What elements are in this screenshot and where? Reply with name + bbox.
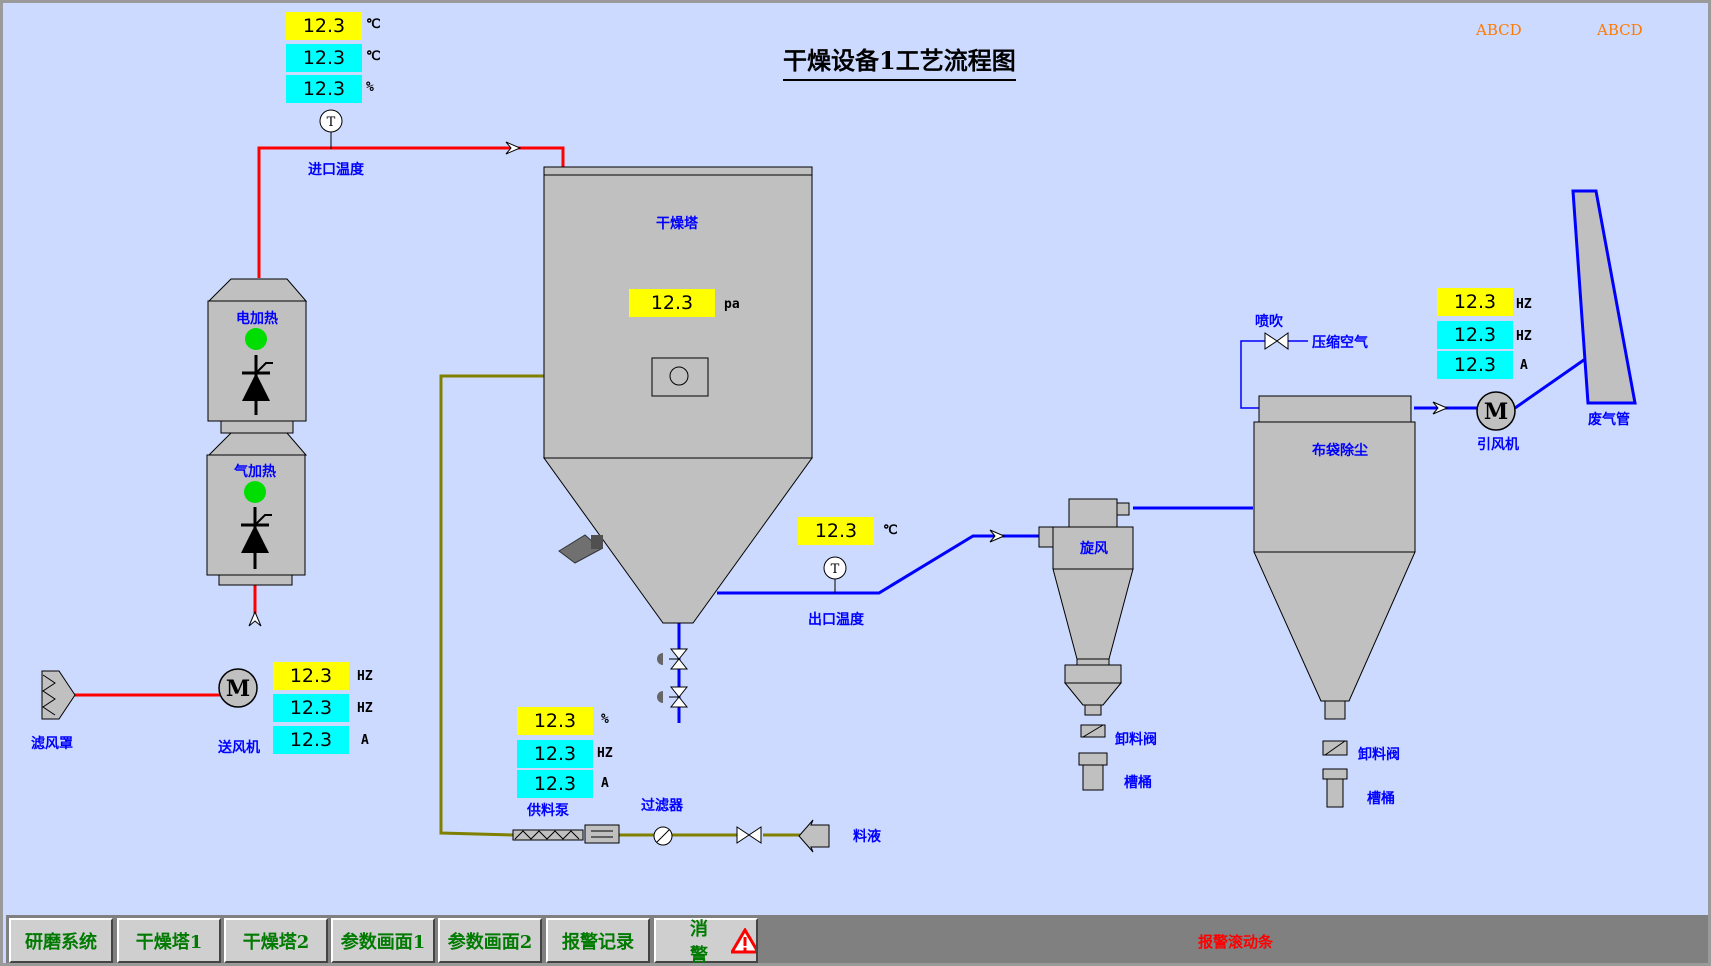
blowback-valve-icon [1264, 332, 1289, 350]
feed-pump-percent-unit: % [601, 712, 609, 727]
supply-fan-freq2-value: 12.3 [273, 694, 349, 722]
supply-fan-current-value: 12.3 [273, 726, 349, 754]
warning-icon [730, 927, 756, 953]
nav-button-drying-tower-1[interactable]: 干燥塔1 [117, 918, 221, 963]
bag-filter-label: 布袋除尘 [1312, 443, 1368, 459]
nav-button-params-2[interactable]: 参数画面2 [438, 918, 542, 963]
tower-valve-icon [657, 648, 689, 670]
cyclone-label: 旋风 [1080, 541, 1108, 557]
outlet-temp-sensor-icon: T [823, 556, 847, 593]
outlet-temp-label: 出口温度 [808, 612, 864, 628]
nav-button-drying-tower-2[interactable]: 干燥塔2 [224, 918, 328, 963]
inlet-temp-1-unit: ℃ [366, 17, 381, 32]
hot-air-pipe [71, 146, 565, 697]
compressed-air-label: 压缩空气 [1312, 335, 1368, 351]
feed-pump-current-value: 12.3 [517, 770, 593, 798]
discharge-valve-1-label: 卸料阀 [1115, 732, 1157, 748]
exhaust-pipe [677, 340, 1592, 723]
inlet-humidity-value: 12.3 [286, 75, 362, 103]
inlet-temp-2-value: 12.3 [286, 44, 362, 72]
corner-label-1: ABCD [1476, 21, 1522, 39]
svg-text:M: M [1484, 399, 1508, 425]
tower-pressure-value: 12.3 [629, 289, 715, 317]
induced-fan-freq2-value: 12.3 [1437, 321, 1513, 349]
inlet-temp-sensor-icon: T [319, 109, 343, 149]
nav-button-params-1[interactable]: 参数画面1 [331, 918, 435, 963]
tank-2-label: 槽桶 [1367, 791, 1395, 807]
tank-1-label: 槽桶 [1124, 775, 1152, 791]
tower-valve-icon [657, 686, 689, 708]
nav-button-alarm-log[interactable]: 报警记录 [546, 918, 650, 963]
supply-fan-motor-icon: M [218, 668, 258, 708]
svg-text:T: T [327, 115, 336, 130]
gas-heater-status-icon [244, 481, 266, 503]
gas-heater-label: 气加热 [234, 464, 276, 480]
induced-fan-freq-value: 12.3 [1437, 288, 1513, 316]
induced-fan-current-unit: A [1520, 358, 1528, 373]
feed-pump-label: 供料泵 [527, 803, 569, 819]
tank-icon [1082, 764, 1104, 791]
page-title: 干燥设备1工艺流程图 [783, 41, 1016, 81]
induced-fan-freq-unit: HZ [1516, 297, 1532, 312]
blowback-label: 喷吹 [1255, 314, 1283, 330]
supply-fan-freq2-unit: HZ [357, 701, 373, 716]
feed-valve-icon [736, 826, 762, 844]
nav-button-grinding-system[interactable]: 研磨系统 [9, 918, 113, 963]
induced-fan-motor-icon: M [1476, 391, 1516, 431]
bag-filter-icon [1253, 395, 1416, 808]
supply-fan-label: 送风机 [218, 740, 260, 756]
svg-text:T: T [831, 562, 840, 577]
feed-pump-percent-value: 12.3 [517, 707, 593, 735]
electric-heater-label: 电加热 [236, 311, 278, 327]
discharge-valve-icon [1322, 740, 1348, 780]
feed-liquid-label: 料液 [853, 829, 881, 845]
inlet-temp-1-value: 12.3 [286, 12, 362, 40]
discharge-valve-2-label: 卸料阀 [1358, 747, 1400, 763]
strainer-icon [653, 826, 673, 846]
feed-pump-current-unit: A [601, 776, 609, 791]
supply-fan-current-unit: A [361, 733, 369, 748]
filter-hood-icon [41, 670, 76, 720]
atomizer-nozzle-icon [558, 534, 603, 564]
feed-inlet-arrow-icon [798, 819, 830, 853]
tank-icon [1326, 778, 1344, 808]
outlet-temp-unit: ℃ [883, 523, 898, 538]
bottom-nav-bar: 研磨系统 干燥塔1 干燥塔2 参数画面1 参数画面2 报警记录 消警 [6, 915, 1708, 963]
induced-fan-freq2-unit: HZ [1516, 329, 1532, 344]
tower-pressure-unit: pa [724, 297, 740, 312]
inlet-humidity-unit: % [366, 80, 374, 95]
discharge-valve-icon [1078, 724, 1108, 766]
process-diagram: M T [41, 109, 1637, 853]
feed-pump-icon [512, 824, 620, 844]
gas-heater-icon [206, 432, 308, 586]
induced-fan-label: 引风机 [1477, 437, 1519, 453]
corner-label-2: ABCD [1597, 21, 1643, 39]
drying-tower-label: 干燥塔 [656, 216, 698, 232]
strainer-label: 过滤器 [641, 798, 683, 814]
flow-arrow-icon [248, 141, 1449, 627]
inlet-temp-2-unit: ℃ [366, 49, 381, 64]
outlet-temp-value: 12.3 [798, 517, 874, 545]
electric-heater-icon [207, 278, 308, 434]
inlet-temp-label: 进口温度 [308, 162, 364, 178]
supply-fan-freq-unit: HZ [357, 669, 373, 684]
exhaust-stack-icon [1571, 189, 1637, 405]
feed-pump-freq-unit: HZ [597, 746, 613, 761]
clear-alarm-label: 消警 [690, 918, 708, 966]
cyclone-icon [1038, 498, 1134, 791]
filter-hood-label: 滤风罩 [31, 736, 73, 752]
alarm-marquee: 报警滚动条 [1198, 933, 1274, 951]
supply-fan-freq-value: 12.3 [273, 662, 349, 690]
svg-text:M: M [226, 676, 250, 702]
induced-fan-current-value: 12.3 [1437, 351, 1513, 379]
electric-heater-status-icon [245, 328, 267, 350]
nav-button-clear-alarm[interactable]: 消警 [654, 918, 758, 963]
feed-pump-freq-value: 12.3 [517, 740, 593, 768]
exhaust-pipe-label: 废气管 [1588, 412, 1630, 428]
